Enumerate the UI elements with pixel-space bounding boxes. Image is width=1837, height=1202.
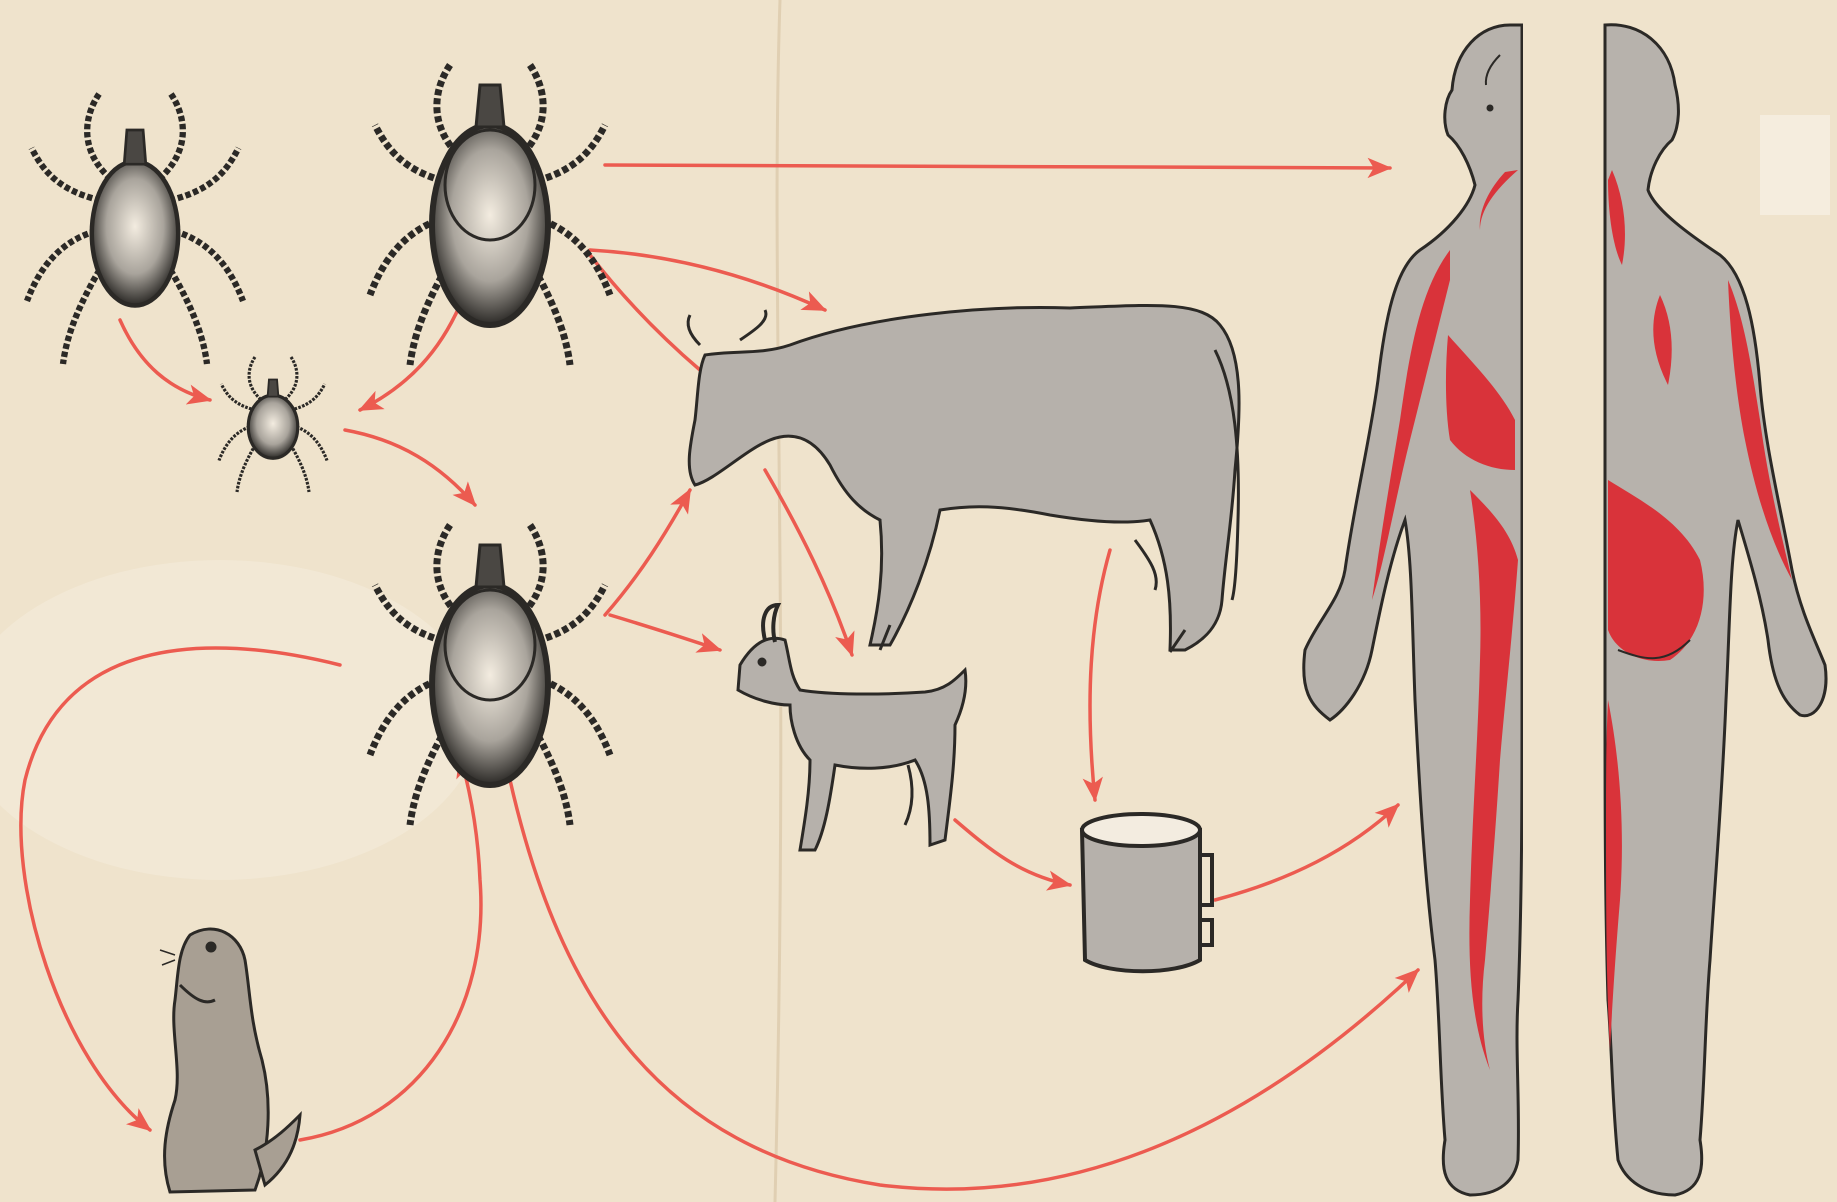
paper-tape: [1760, 115, 1830, 215]
figure-divider-strip: [1523, 0, 1602, 1202]
milk-mug-icon: [1082, 814, 1212, 971]
